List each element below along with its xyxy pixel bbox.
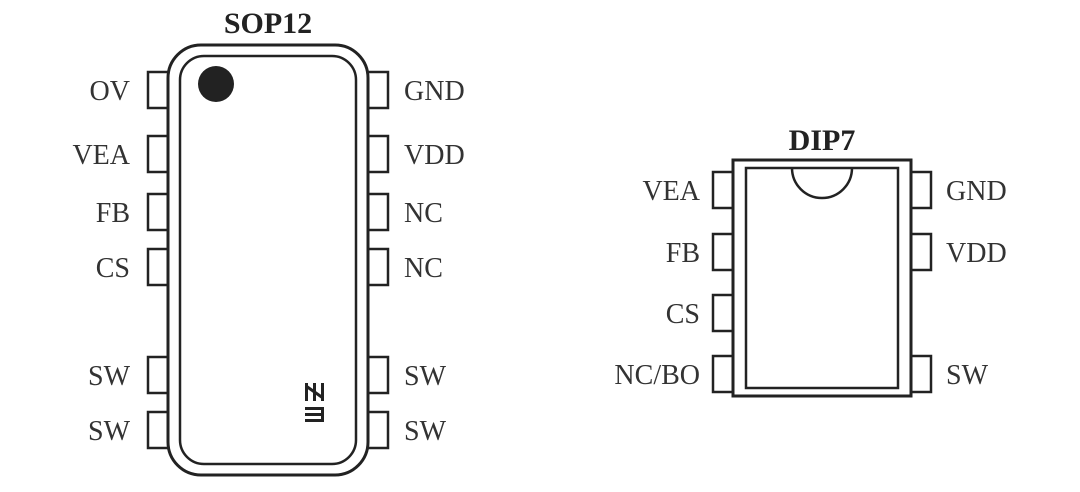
sop12-pin-left-3-lead [146, 192, 168, 232]
sop12-pin-left-1-label: OV [90, 76, 130, 107]
dip7-pin-left-3-lead [711, 293, 733, 333]
sop12-pin-left-6-lead [146, 410, 168, 450]
dip7-body-outer [731, 158, 913, 398]
sop12-title: SOP12 [224, 7, 312, 40]
manufacturer-logo [305, 383, 324, 422]
dip7-pin-left-3: CS [666, 293, 733, 333]
sop12-pin-left-5-lead [146, 355, 168, 395]
sop12-pin-left-5: SW [88, 355, 168, 395]
sop12-pin-right-2-lead [368, 134, 390, 174]
dip7-pin-left-4: NC/BO [614, 354, 733, 394]
sop12-pin-right-1-lead [368, 70, 390, 110]
sop12-body-inner [178, 54, 358, 466]
dip7-pin-left-2-label: FB [666, 238, 700, 269]
sop12-pin-right-6: SW [368, 410, 447, 450]
sop12-pin-right-5-label: SW [404, 361, 447, 392]
dip7-right-pins: GND VDD SW [911, 170, 1007, 394]
sop12-left-pins: OV VEA FB CS SW SW [72, 70, 168, 450]
sop12-pin-left-2-lead [146, 134, 168, 174]
pin1-indicator-dot [198, 66, 234, 102]
sop12-pin-left-4-label: CS [96, 253, 130, 284]
dip7-body-inner [744, 166, 900, 390]
dip7-pin-left-3-label: CS [666, 299, 700, 330]
sop12-pin-left-2: VEA [72, 134, 168, 174]
sop12-pin-left-4: CS [96, 247, 168, 287]
dip7-left-pins: VEA FB CS NC/BO [614, 170, 733, 394]
sop12-pin-left-1-lead [146, 70, 168, 110]
sop12-pin-left-6-label: SW [88, 416, 131, 447]
sop12-pin-left-3: FB [96, 192, 168, 232]
dip7-pin-right-2-lead [911, 232, 933, 272]
dip7-pin-left-1-label: VEA [642, 176, 700, 207]
sop12-pin-left-2-label: VEA [72, 140, 130, 171]
sop12-pin-right-1-label: GND [404, 76, 465, 107]
sop12-body-outer [166, 43, 370, 477]
sop12-pin-right-2-label: VDD [404, 140, 465, 171]
sop12-package: SOP12 OV VEA FB CS SW SW GND VDD NC NC SW SW [72, 7, 465, 477]
dip7-notch [790, 167, 854, 200]
dip7-pin-left-1-lead [711, 170, 733, 210]
dip7-package: DIP7 VEA FB CS NC/BO GND VDD SW [614, 124, 1007, 398]
sop12-pin-right-2: VDD [368, 134, 465, 174]
dip7-pin-left-2: FB [666, 232, 733, 272]
sop12-pin-left-3-label: FB [96, 198, 130, 229]
sop12-pin-left-5-label: SW [88, 361, 131, 392]
dip7-pin-right-2-label: VDD [946, 238, 1007, 269]
dip7-title: DIP7 [789, 124, 856, 157]
dip7-pin-left-4-label: NC/BO [614, 360, 700, 391]
sop12-pin-right-5-lead [368, 355, 390, 395]
dip7-pin-right-3: SW [911, 354, 989, 394]
sop12-pin-right-6-label: SW [404, 416, 447, 447]
sop12-pin-right-3: NC [368, 192, 443, 232]
dip7-pin-right-1-label: GND [946, 176, 1007, 207]
sop12-pin-right-5: SW [368, 355, 447, 395]
sop12-pin-left-4-lead [146, 247, 168, 287]
dip7-pin-right-1-lead [911, 170, 933, 210]
sop12-pin-right-3-label: NC [404, 198, 443, 229]
sop12-pin-right-1: GND [368, 70, 465, 110]
dip7-pin-right-3-label: SW [946, 360, 989, 391]
sop12-pin-right-3-lead [368, 192, 390, 232]
dip7-pin-left-1: VEA [642, 170, 733, 210]
sop12-pin-left-1: OV [90, 70, 168, 110]
dip7-pin-right-3-lead [911, 354, 933, 394]
dip7-pin-left-2-lead [711, 232, 733, 272]
dip7-pin-right-2: VDD [911, 232, 1007, 272]
sop12-right-pins: GND VDD NC NC SW SW [368, 70, 465, 450]
sop12-pin-right-4-label: NC [404, 253, 443, 284]
sop12-pin-right-4-lead [368, 247, 390, 287]
sop12-pin-left-6: SW [88, 410, 168, 450]
dip7-pin-right-1: GND [911, 170, 1007, 210]
sop12-pin-right-4: NC [368, 247, 443, 287]
sop12-pin-right-6-lead [368, 410, 390, 450]
dip7-pin-left-4-lead [711, 354, 733, 394]
